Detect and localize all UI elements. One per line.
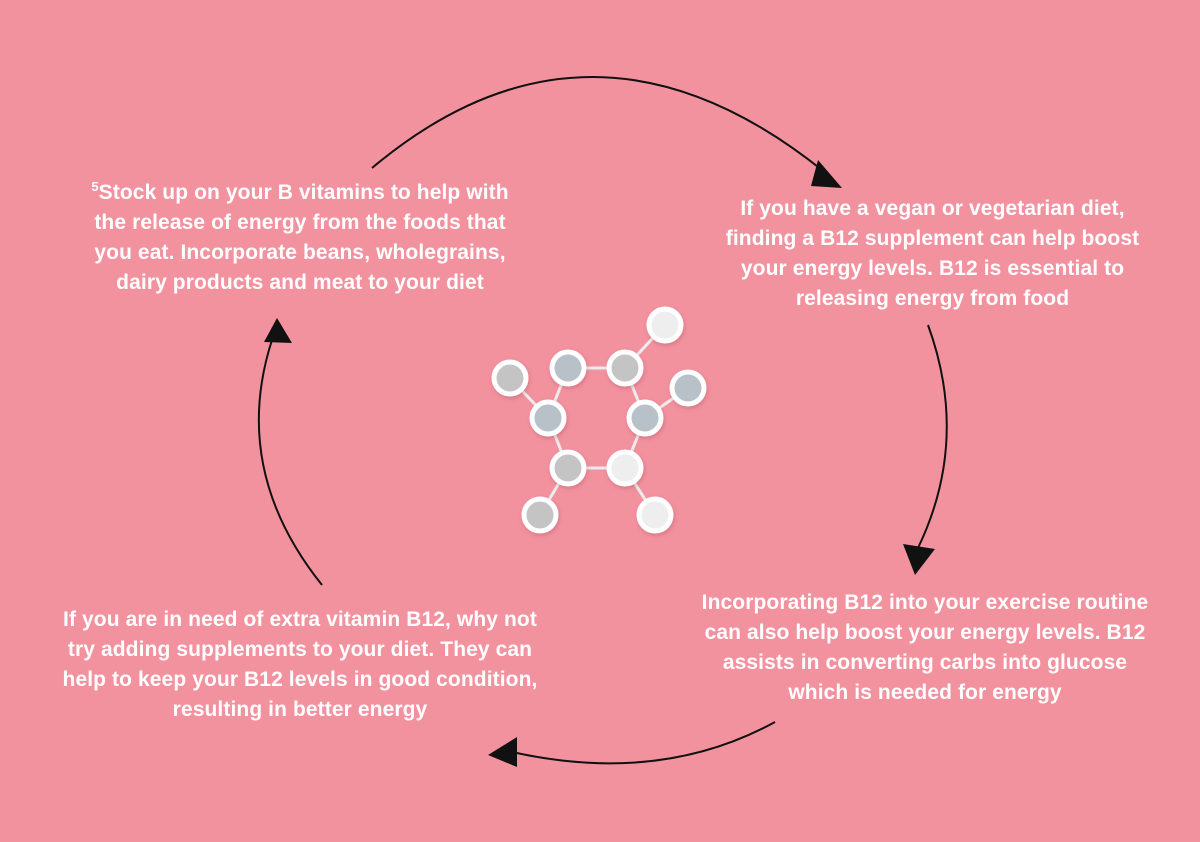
tip-text: Stock up on your B vitamins to help with… bbox=[94, 181, 509, 294]
atom bbox=[521, 496, 559, 534]
arrowhead-top bbox=[811, 160, 842, 188]
tip-text: Incorporating B12 into your exercise rou… bbox=[701, 591, 1149, 704]
atom bbox=[529, 399, 567, 437]
arrow-top bbox=[371, 76, 823, 171]
arrowhead-left bbox=[264, 318, 292, 343]
arrow-right bbox=[917, 324, 948, 549]
arrow-bottom bbox=[511, 721, 776, 765]
tip-supplements: If you are in need of extra vitamin B12,… bbox=[55, 605, 545, 725]
tip-text: If you are in need of extra vitamin B12,… bbox=[62, 608, 538, 721]
molecule-icon bbox=[491, 306, 707, 534]
arrowhead-bottom bbox=[488, 737, 517, 767]
arrow-left bbox=[257, 339, 323, 586]
tip-exercise: Incorporating B12 into your exercise rou… bbox=[690, 588, 1160, 708]
tip-text: If you have a vegan or vegetarian diet, … bbox=[725, 197, 1140, 310]
atom bbox=[606, 349, 644, 387]
arrowhead-right bbox=[903, 544, 935, 575]
tip-vegan-diet: If you have a vegan or vegetarian diet, … bbox=[710, 194, 1155, 314]
tip-b-vitamins: 5Stock up on your B vitamins to help wit… bbox=[80, 178, 520, 298]
atom bbox=[606, 449, 644, 487]
atom bbox=[549, 349, 587, 387]
atom bbox=[549, 449, 587, 487]
atom bbox=[491, 359, 529, 397]
atom bbox=[669, 369, 707, 407]
atom bbox=[646, 306, 684, 344]
atom bbox=[636, 496, 674, 534]
atom bbox=[626, 399, 664, 437]
footnote-marker: 5 bbox=[91, 179, 99, 194]
